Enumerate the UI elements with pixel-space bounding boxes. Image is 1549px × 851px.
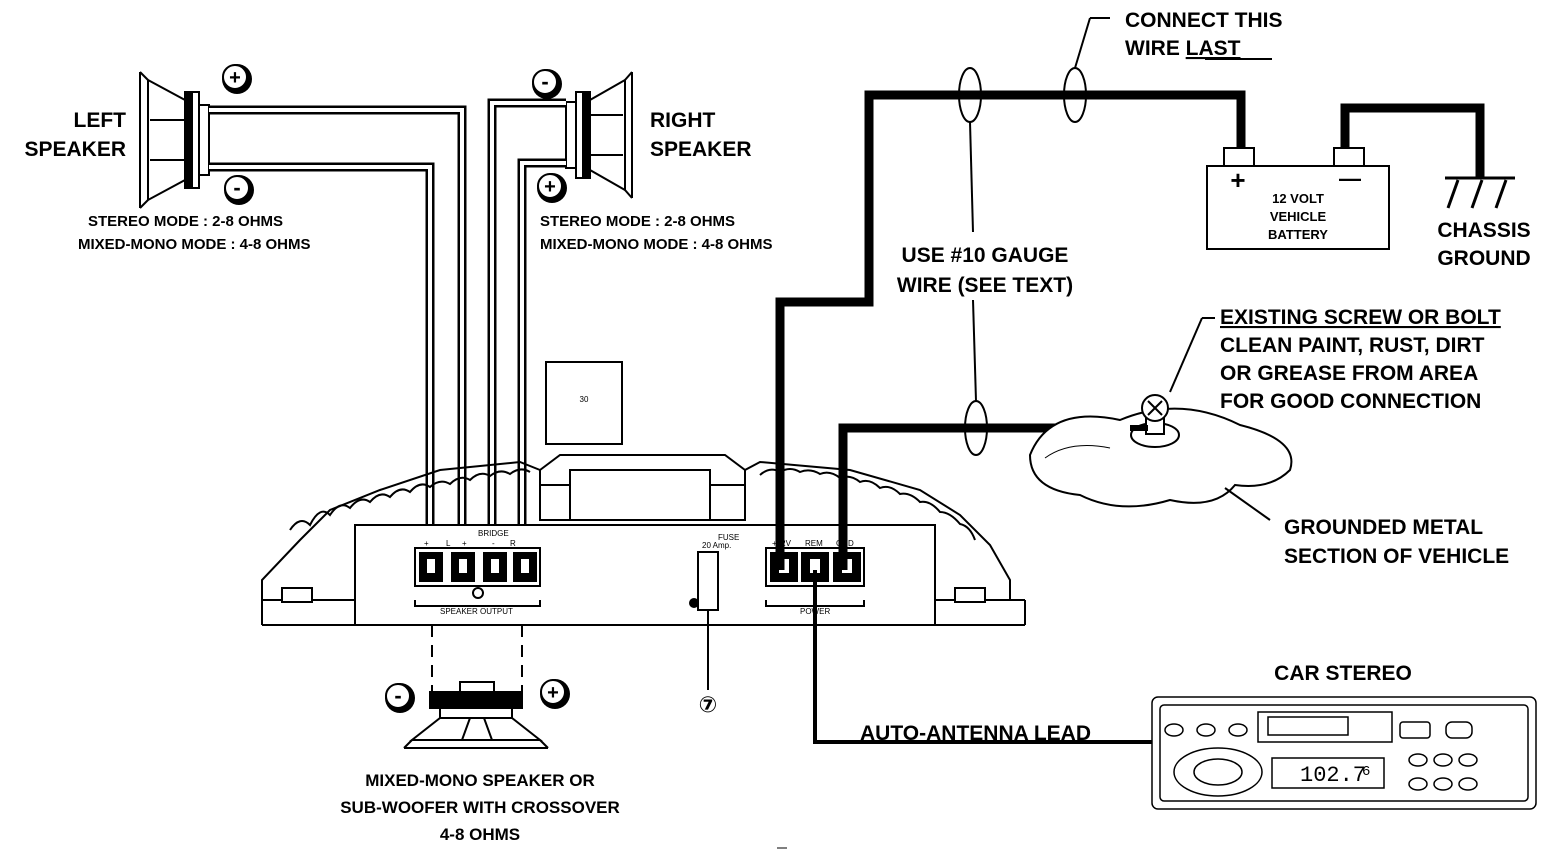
svg-text:-: - bbox=[233, 175, 240, 200]
right-speaker-label-2: SPEAKER bbox=[650, 138, 752, 161]
remote-lead-wire bbox=[813, 570, 1152, 744]
left-ohms-line-2: MIXED-MONO MODE : 4-8 OHMS bbox=[78, 236, 311, 253]
battery-minus: — bbox=[1339, 166, 1361, 191]
screw-label-3: OR GREASE FROM AREA bbox=[1220, 362, 1478, 385]
term-l: L bbox=[446, 539, 451, 548]
svg-text:-: - bbox=[394, 683, 401, 708]
left-ohms-line-1: STEREO MODE : 2-8 OHMS bbox=[88, 213, 283, 230]
screw-label-4: FOR GOOD CONNECTION bbox=[1220, 390, 1481, 413]
right-plus-icon: + bbox=[537, 173, 567, 203]
chassis-label-2: GROUND bbox=[1437, 247, 1530, 270]
grounded-label-1: GROUNDED METAL bbox=[1284, 516, 1483, 539]
sub-label-1: MIXED-MONO SPEAKER OR bbox=[365, 771, 595, 790]
battery-icon bbox=[1206, 147, 1390, 250]
battery-label-1: 12 VOLT bbox=[1272, 191, 1324, 206]
right-speaker-icon bbox=[565, 71, 633, 199]
fuse-label-2: 20 Amp. bbox=[702, 541, 731, 550]
sub-minus-icon: - bbox=[385, 683, 415, 713]
fuse-callout: ⑦ bbox=[699, 692, 718, 717]
power-term-rem: REM bbox=[805, 539, 823, 548]
battery-label-3: BATTERY bbox=[1268, 227, 1328, 242]
power-wires bbox=[775, 90, 1485, 570]
bridge-label: BRIDGE bbox=[478, 529, 509, 538]
term-plus-l: + bbox=[424, 539, 429, 548]
left-speaker-label-2: SPEAKER bbox=[24, 138, 126, 161]
sub-label-3: 4-8 OHMS bbox=[440, 825, 520, 844]
sub-plus-icon: + bbox=[540, 679, 570, 709]
right-ohms-line-2: MIXED-MONO MODE : 4-8 OHMS bbox=[540, 236, 773, 253]
left-speaker-icon bbox=[139, 71, 210, 209]
left-plus-icon: + bbox=[222, 64, 252, 94]
connect-last-label-1: CONNECT THIS bbox=[1125, 9, 1283, 32]
connect-last-label-2: WIRE LAST bbox=[1125, 37, 1241, 60]
antenna-label: AUTO-ANTENNA LEAD bbox=[860, 722, 1091, 745]
subwoofer-icon bbox=[403, 625, 549, 749]
right-minus-icon: - bbox=[532, 69, 562, 99]
speaker-output-terminals bbox=[419, 552, 537, 582]
sub-label-2: SUB-WOOFER WITH CROSSOVER bbox=[340, 798, 620, 817]
car-stereo-icon bbox=[1151, 696, 1537, 810]
gauge-label-1: USE #10 GAUGE bbox=[902, 244, 1069, 267]
stereo-display: 102.7 bbox=[1300, 763, 1366, 788]
left-minus-icon: - bbox=[224, 175, 254, 205]
svg-text:+: + bbox=[547, 682, 559, 704]
screw-label-2: CLEAN PAINT, RUST, DIRT bbox=[1220, 334, 1485, 357]
stereo-display-suffix: 6 bbox=[1362, 764, 1370, 780]
screw-label-1: EXISTING SCREW OR BOLT bbox=[1220, 306, 1501, 329]
chassis-ground-icon bbox=[1445, 176, 1515, 209]
chassis-label-1: CHASSIS bbox=[1437, 219, 1530, 242]
term-minus-r: - bbox=[492, 539, 495, 548]
gauge-callout bbox=[958, 17, 1110, 456]
right-speaker-label-1: RIGHT bbox=[650, 109, 716, 132]
battery-label-2: VEHICLE bbox=[1270, 209, 1327, 224]
box-label: 30 bbox=[580, 395, 589, 404]
term-plus-bridge: + bbox=[462, 539, 467, 548]
speaker-output-label: SPEAKER OUTPUT bbox=[440, 607, 513, 616]
right-ohms-line-1: STEREO MODE : 2-8 OHMS bbox=[540, 213, 735, 230]
term-r: R bbox=[510, 539, 516, 548]
fuse-label-1: FUSE bbox=[718, 533, 739, 542]
speaker-wires bbox=[209, 98, 566, 570]
amplifier-body bbox=[261, 361, 1026, 626]
battery-plus: + bbox=[1230, 165, 1245, 195]
svg-text:-: - bbox=[541, 69, 548, 94]
gauge-label-2: WIRE (SEE TEXT) bbox=[897, 274, 1073, 297]
left-speaker-label-1: LEFT bbox=[74, 109, 127, 132]
svg-text:+: + bbox=[544, 176, 556, 198]
car-stereo-label: CAR STEREO bbox=[1274, 662, 1412, 685]
svg-text:+: + bbox=[229, 67, 241, 89]
grounded-label-2: SECTION OF VEHICLE bbox=[1284, 545, 1509, 568]
grounded-metal-icon bbox=[1028, 317, 1293, 521]
